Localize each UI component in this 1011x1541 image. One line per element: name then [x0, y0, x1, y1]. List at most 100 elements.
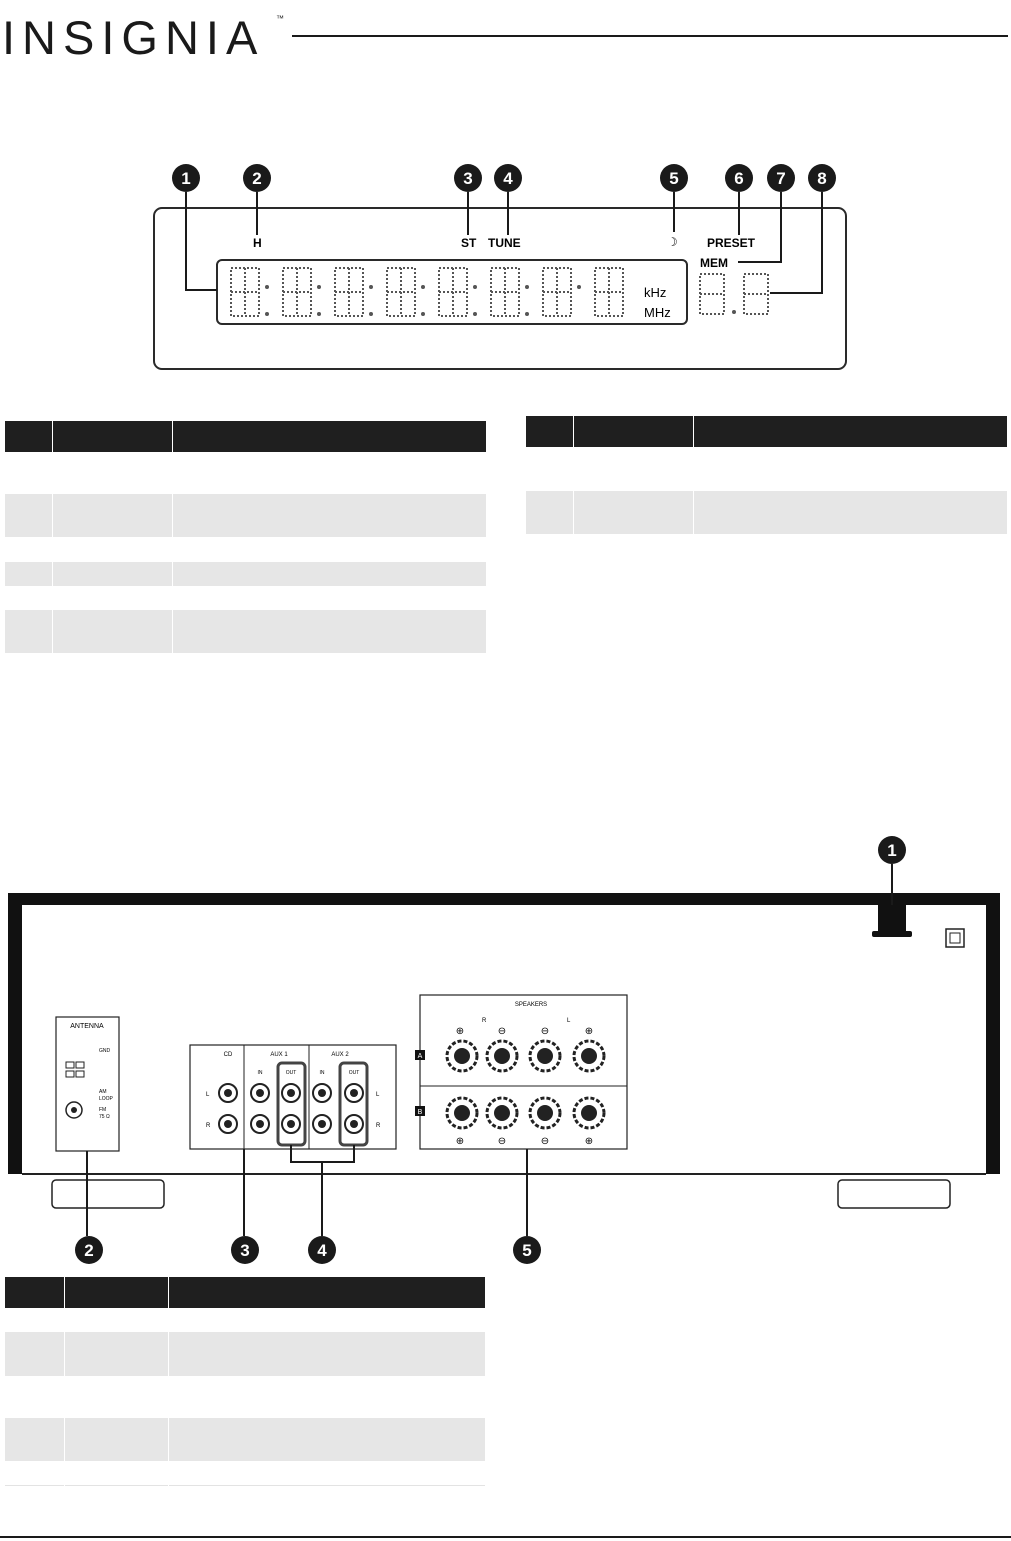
- display-table-right: [526, 416, 1007, 534]
- foot-right: [837, 1179, 951, 1209]
- table-header-cell: [573, 416, 694, 447]
- table-cell: [64, 1418, 169, 1461]
- table-cell: [168, 1485, 485, 1510]
- back-callout-2: [75, 1236, 103, 1264]
- table-cell: [5, 537, 53, 562]
- table-row: [5, 610, 486, 653]
- table-cell: [526, 447, 574, 491]
- table-cell: [168, 1308, 485, 1332]
- back-callout-2-label: 2: [84, 1241, 93, 1260]
- table-cell: [172, 452, 486, 494]
- table-header-cell: [693, 416, 1007, 447]
- digit-3: [334, 267, 364, 317]
- indicator-tune: TUNE: [488, 236, 521, 250]
- back-panel-table: [5, 1277, 485, 1510]
- back-callout-5: [513, 1236, 541, 1264]
- table-cell: [5, 562, 53, 586]
- table-cell: [172, 562, 486, 586]
- digit-5: [438, 267, 468, 317]
- speaker-b-label: B: [418, 1109, 423, 1116]
- table-header-cell: [52, 421, 173, 452]
- table-cell: [64, 1308, 169, 1332]
- digit-2: [282, 267, 312, 317]
- table-cell: [168, 1332, 485, 1376]
- table-cell: [64, 1332, 169, 1376]
- brand-logo: INSIGNIA: [2, 11, 265, 64]
- speaker-terminal-centers: [454, 1048, 597, 1121]
- right-channel-label: R: [206, 1123, 211, 1129]
- back-callout-5-label: 5: [522, 1241, 531, 1260]
- digit-4: [386, 267, 416, 317]
- table-cell: [172, 537, 486, 562]
- display-callouts: 1 2 3 4 5 6 7 8: [172, 164, 836, 192]
- table-cell: [168, 1461, 485, 1485]
- aux1-label: AUX 1: [270, 1052, 288, 1058]
- svg-text:⊖: ⊖: [498, 1136, 506, 1147]
- speaker-b-badge: [415, 1106, 425, 1116]
- sleep-icon: ☽: [667, 235, 678, 249]
- display-callout-3-label: 3: [463, 169, 472, 188]
- table-cell: [526, 491, 574, 534]
- aux1-in-label: IN: [258, 1070, 263, 1076]
- display-callout-3: [454, 164, 482, 192]
- display-callout-5-label: 5: [669, 169, 678, 188]
- table-row: [5, 586, 486, 610]
- svg-text:⊖: ⊖: [541, 1136, 549, 1147]
- table-cell: [5, 494, 53, 537]
- display-callout-1-label: 1: [181, 169, 190, 188]
- table-cell: [52, 537, 173, 562]
- display-table-left: [5, 421, 486, 653]
- table-header-cell: [526, 416, 574, 447]
- right-channel-label-2: R: [376, 1123, 381, 1129]
- table-cell: [64, 1485, 169, 1510]
- table-row: [5, 1461, 485, 1485]
- table-row: [526, 447, 1007, 491]
- polarity-marks: ⊕⊖⊖⊕ ⊕⊖⊖⊕: [456, 1026, 593, 1147]
- table-header-cell: [64, 1277, 169, 1308]
- table-row: [5, 1418, 485, 1461]
- display-callout-2-label: 2: [252, 169, 261, 188]
- trademark-mark: ™: [276, 14, 284, 23]
- table-row: [5, 1376, 485, 1418]
- indicator-mem: MEM: [700, 256, 728, 270]
- display-callout-8: [808, 164, 836, 192]
- table-header-cell: [172, 421, 486, 452]
- table-header-cell: [168, 1277, 485, 1308]
- table-row: [5, 562, 486, 586]
- back-panel-diagram: ANTENNA GND AM LOOP FM 75 Ω CD AUX 1 AUX…: [8, 836, 1000, 1264]
- back-callouts: 1 2 3 4 5: [75, 836, 906, 1264]
- table-row: [5, 494, 486, 537]
- preset-digit-1: [699, 273, 725, 315]
- table-cell: [52, 562, 173, 586]
- display-callout-7-label: 7: [776, 169, 785, 188]
- table-cell: [5, 1418, 65, 1461]
- table-cell: [573, 491, 694, 534]
- display-leader-lines: [185, 192, 823, 294]
- digit-1: [230, 267, 260, 317]
- display-diagram: H ST TUNE ☽ PRESET MEM kHz MHz 1 2 3 4: [153, 164, 847, 370]
- decimal-dots: [265, 285, 736, 316]
- table-row: [526, 491, 1007, 534]
- svg-text:⊖: ⊖: [498, 1026, 506, 1037]
- aux2-out-label: OUT: [349, 1070, 360, 1076]
- table-cell: [5, 1376, 65, 1418]
- back-callout-3-label: 3: [240, 1241, 249, 1260]
- left-channel-label-2: L: [376, 1092, 380, 1098]
- table-row: [5, 1332, 485, 1376]
- table-cell: [693, 491, 1007, 534]
- preset-digit-2: [743, 273, 769, 315]
- digit-7: [542, 267, 572, 317]
- table-cell: [5, 1461, 65, 1485]
- back-callout-3: [231, 1236, 259, 1264]
- table-cell: [64, 1376, 169, 1418]
- back-callout-1: [878, 836, 906, 864]
- svg-text:⊕: ⊕: [456, 1136, 464, 1147]
- table-cell: [52, 452, 173, 494]
- table-cell: [5, 586, 53, 610]
- foot-left: [51, 1179, 165, 1209]
- table-header-row: [5, 1277, 485, 1308]
- aux2-in-label: IN: [320, 1070, 325, 1076]
- display-callout-5: [660, 164, 688, 192]
- indicator-mhz: MHz: [644, 305, 671, 320]
